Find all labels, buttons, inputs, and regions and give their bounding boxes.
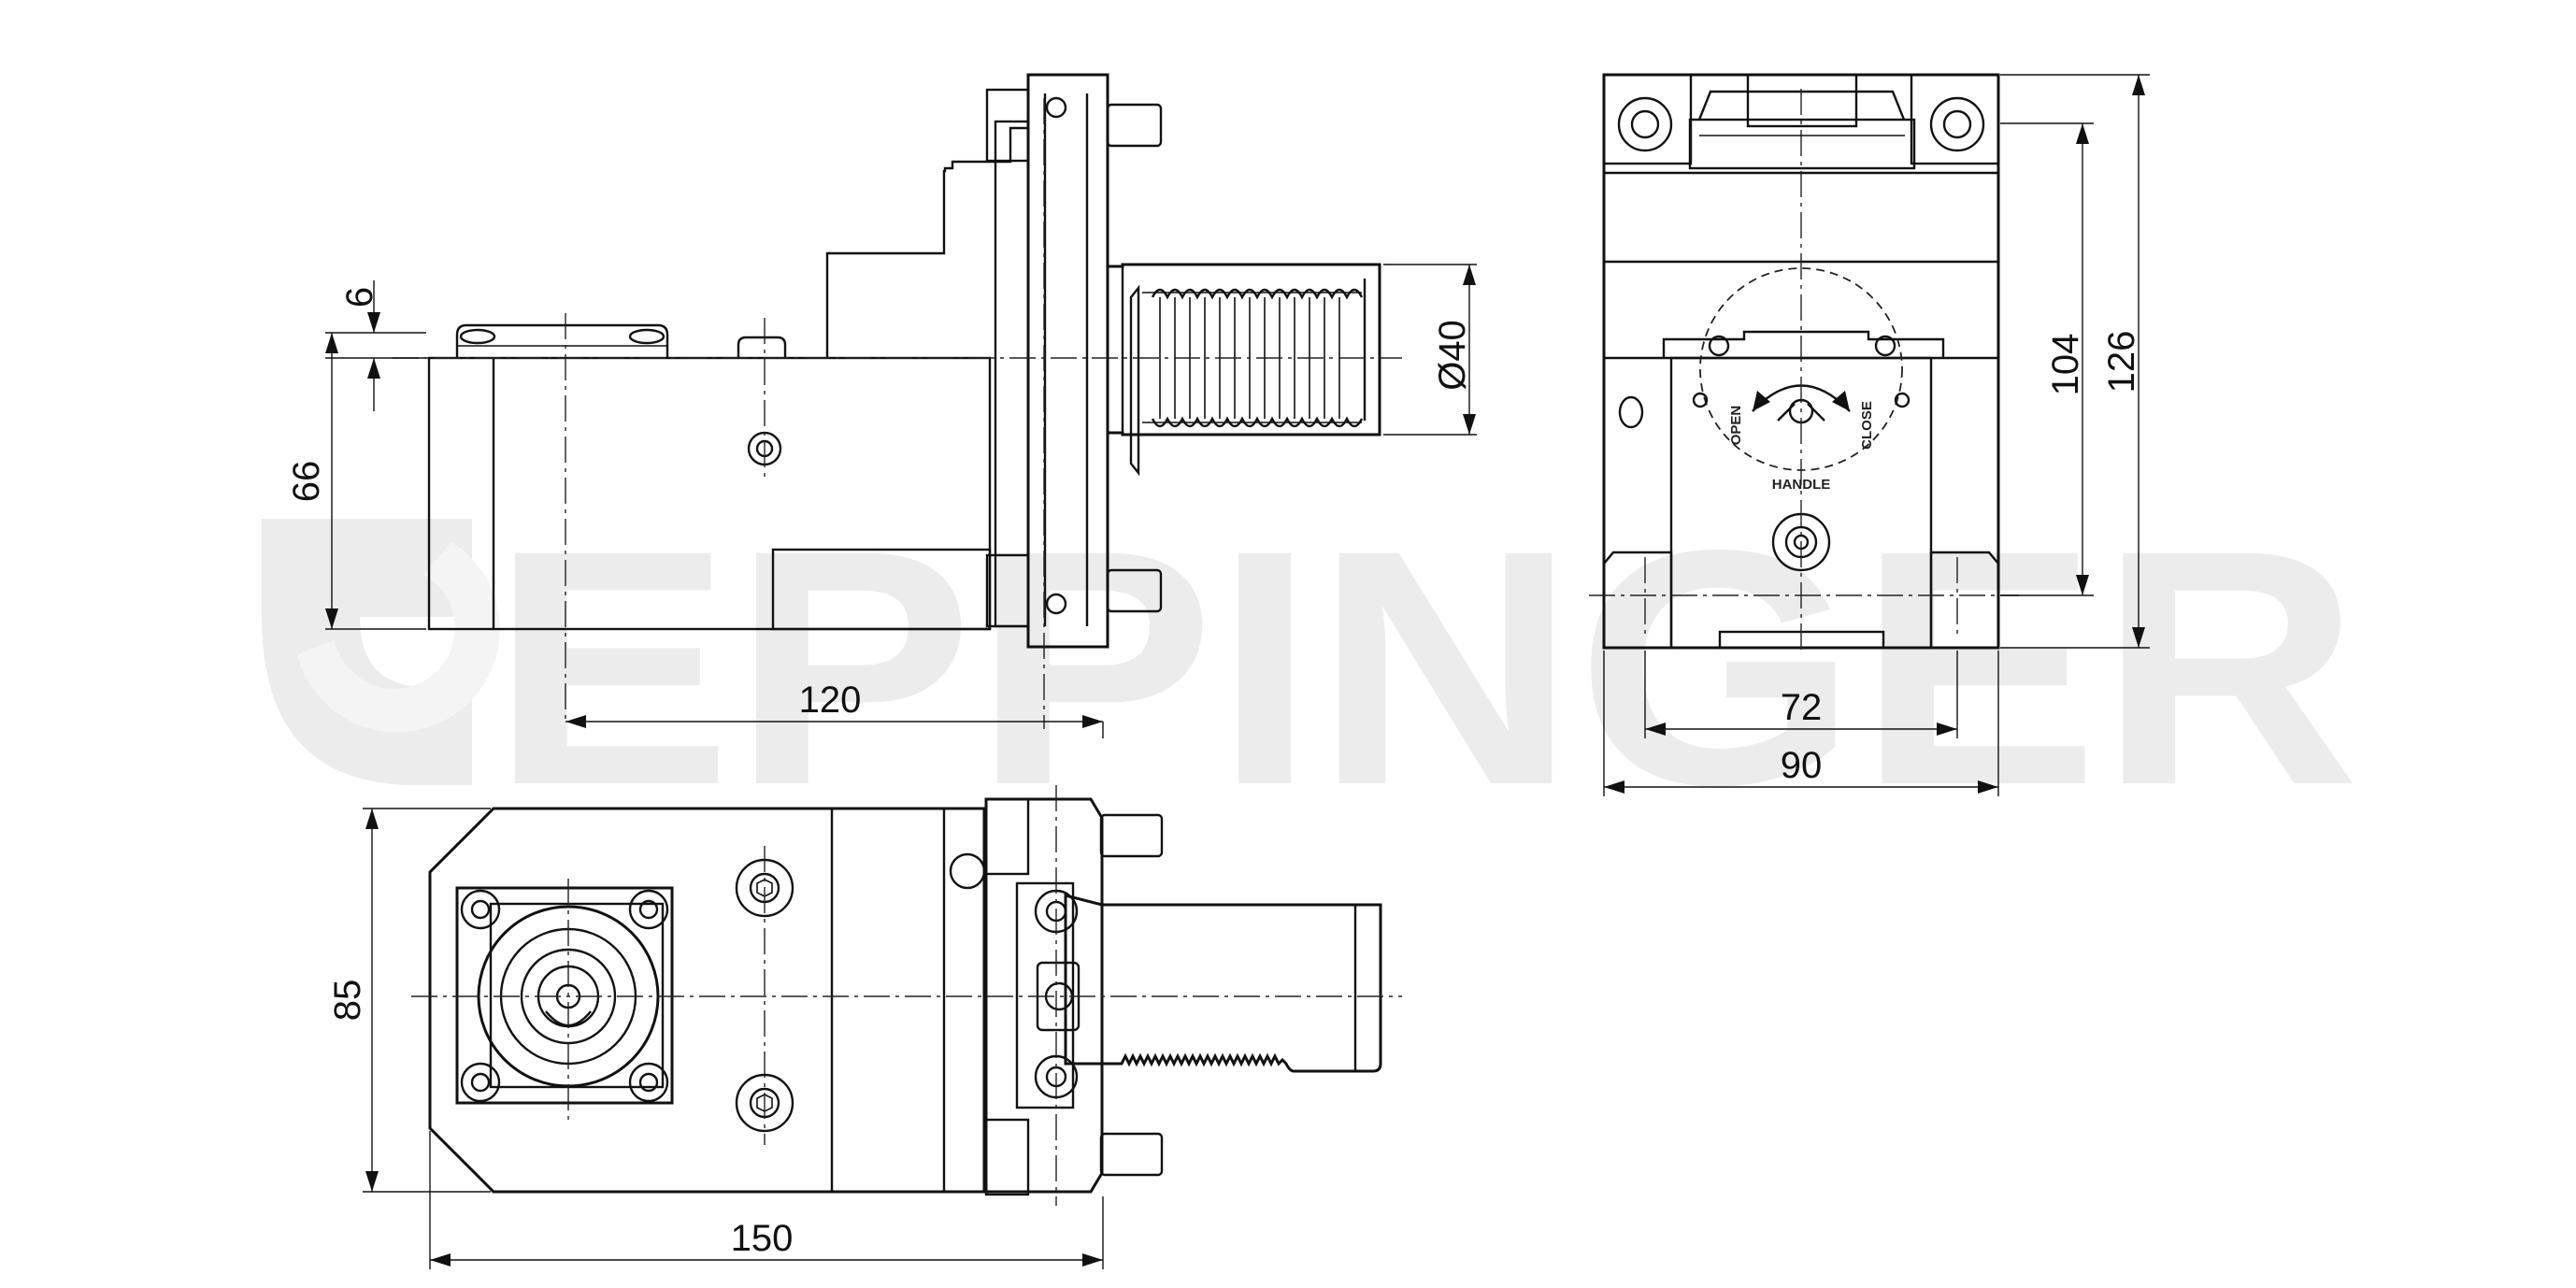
dim-side-height: 66 — [286, 461, 327, 503]
top-flange — [984, 797, 1104, 1194]
dim-side-length: 120 — [799, 680, 862, 721]
front-corner-bolt-left — [1602, 73, 1693, 165]
side-pin-top-right — [1106, 103, 1163, 148]
top-view — [411, 785, 1402, 1206]
side-view — [393, 73, 1402, 729]
front-view-dimensions: 104 126 72 90 — [1603, 74, 2150, 796]
front-view: OPEN CLOSE HANDLE — [1589, 73, 2019, 654]
front-corner-bolt-right — [1910, 73, 2000, 165]
top-pin-lower-left — [984, 1118, 1030, 1196]
top-shank — [1064, 894, 1382, 1073]
side-pin-top-left — [985, 88, 1030, 163]
front-label-open: OPEN — [1728, 406, 1744, 446]
dim-front-inner-height: 104 — [2045, 334, 2086, 396]
dim-front-inner-width: 72 — [1781, 687, 1823, 728]
side-clamp-plate — [455, 323, 669, 358]
top-pin-upper-left — [984, 797, 1030, 876]
watermark-text: EPPINGER — [491, 480, 2360, 854]
dim-front-total-height: 126 — [2101, 331, 2142, 394]
dim-front-total-width: 90 — [1781, 745, 1823, 786]
top-view-dimensions: 85 150 — [327, 808, 1104, 1269]
side-view-dimensions: 6 66 120 Ø40 — [286, 264, 1477, 738]
dim-top-width: 85 — [327, 980, 368, 1022]
side-shank-serration — [1129, 284, 1364, 477]
side-lower-block — [771, 548, 992, 631]
top-spindle-flange — [455, 886, 674, 1105]
dim-shank-diameter: Ø40 — [1432, 320, 1473, 391]
dim-top-total-length: 150 — [731, 1218, 794, 1259]
top-outline — [428, 807, 986, 1194]
top-pin-lower-right — [1099, 1132, 1164, 1177]
top-pin-upper-right — [1099, 813, 1164, 858]
watermark-logo-mark — [262, 519, 500, 785]
front-label-close: CLOSE — [1859, 401, 1875, 450]
side-stepped-body — [825, 126, 1029, 358]
dim-side-offset: 6 — [339, 287, 380, 308]
side-pin-bottom-right — [1106, 568, 1163, 613]
side-pin-bottom-left — [985, 553, 1030, 628]
watermark: EPPINGER — [262, 480, 2360, 854]
side-body — [427, 356, 992, 631]
